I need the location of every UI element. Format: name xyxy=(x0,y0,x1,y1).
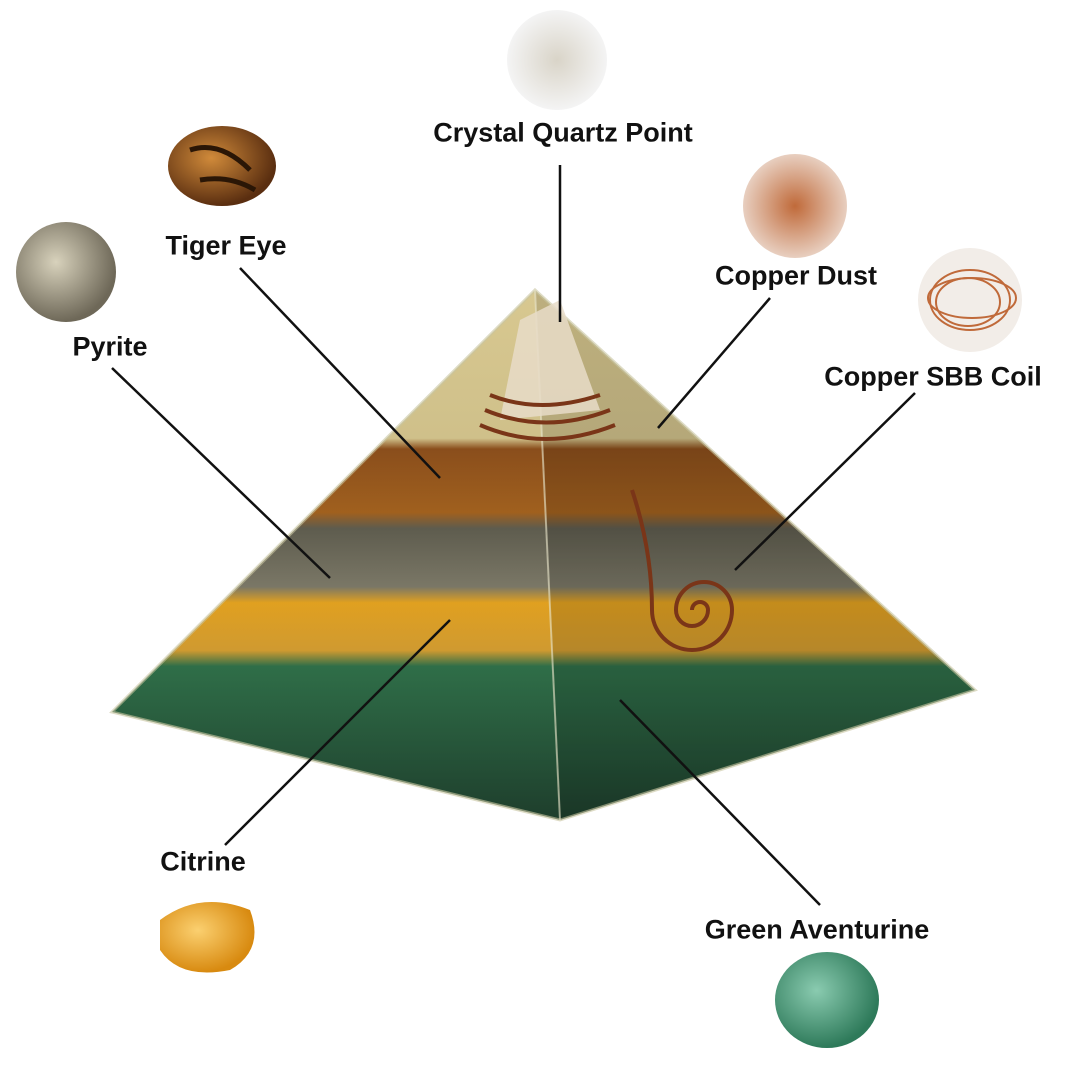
callout-lines xyxy=(111,165,916,906)
copper-dust-image xyxy=(743,154,847,258)
pyrite-line xyxy=(111,367,331,579)
pyramid xyxy=(109,287,978,822)
copper-coil-image xyxy=(918,248,1022,352)
citrine-image xyxy=(160,902,255,973)
label-pyrite: Pyrite xyxy=(72,331,148,362)
label-copper-sbb-coil: Copper SBB Coil xyxy=(824,361,1042,392)
label-tiger-eye: Tiger Eye xyxy=(165,230,287,261)
citrine-line xyxy=(224,619,451,846)
pyrite-image xyxy=(16,222,116,322)
label-citrine: Citrine xyxy=(160,846,246,877)
green-aventurine-image xyxy=(775,952,879,1048)
copper-spiral xyxy=(479,393,735,652)
green-aventurine-line xyxy=(619,699,821,906)
label-crystal-quartz-point: Crystal Quartz Point xyxy=(433,117,693,148)
copper-coil-line xyxy=(734,392,916,571)
tiger-eye-line xyxy=(239,267,441,479)
label-green-aventurine: Green Aventurine xyxy=(704,914,930,945)
label-copper-dust: Copper Dust xyxy=(715,260,877,291)
crystal-quartz-image xyxy=(507,10,607,110)
stone-images xyxy=(16,10,1022,1048)
quartz-point xyxy=(500,300,600,420)
copper-dust-line xyxy=(657,297,771,429)
tiger-eye-image xyxy=(168,126,276,206)
